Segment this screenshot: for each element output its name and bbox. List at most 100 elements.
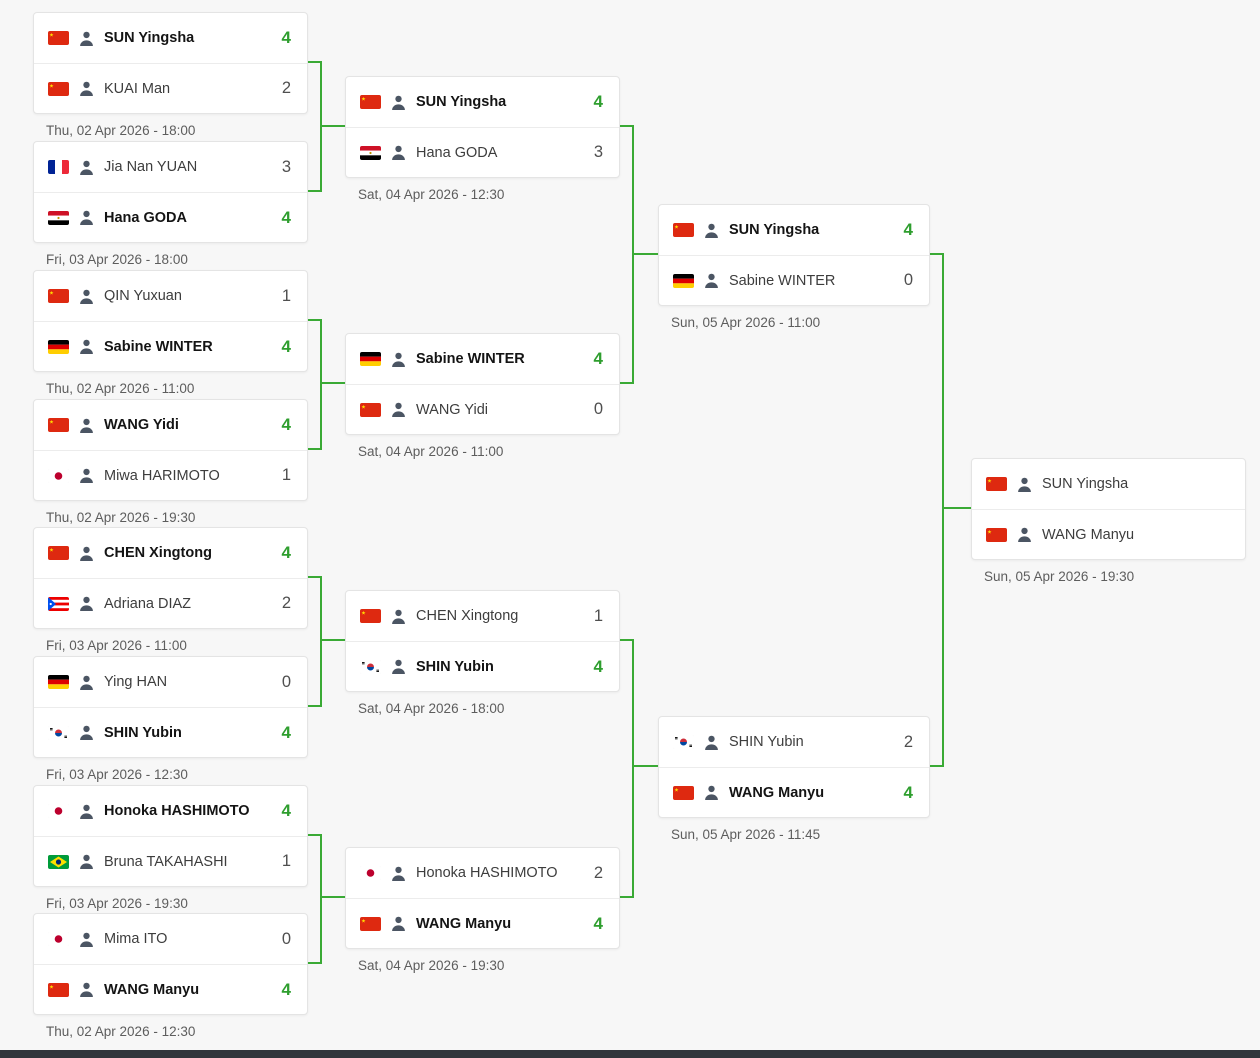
match-card-round-of-16-6[interactable]: Ying HAN 0 SHIN Yubin 4 Fri, 03 Apr 2026… <box>33 656 308 782</box>
player-score: 4 <box>281 722 291 742</box>
bracket-connector-line <box>308 190 320 192</box>
match-card-round-of-16-4[interactable]: WANG Yidi 4 Miwa HARIMOTO 1 Thu, 02 Apr … <box>33 399 308 525</box>
match-card-round-of-16-8[interactable]: Mima ITO 0 WANG Manyu 4 Thu, 02 Apr 2026… <box>33 913 308 1039</box>
bracket-connector-line <box>308 61 320 63</box>
flag-cn-icon <box>48 546 69 560</box>
match-card-final-1[interactable]: SUN Yingsha WANG Manyu Sun, 05 Apr 2026 … <box>971 458 1246 584</box>
player-name: Sabine WINTER <box>729 272 836 289</box>
player-row: WANG Yidi 0 <box>346 384 619 434</box>
flag-cn-icon <box>360 95 381 109</box>
player-icon <box>390 915 407 932</box>
player-score: 4 <box>281 207 291 227</box>
match-card-semifinals-1[interactable]: SUN Yingsha 4 Sabine WINTER 0 Sun, 05 Ap… <box>658 204 930 330</box>
player-row: KUAI Man 2 <box>34 63 307 113</box>
bracket-connector-line <box>320 319 322 450</box>
player-icon <box>78 981 95 998</box>
match-card-body: SUN Yingsha 4 Sabine WINTER 0 <box>658 204 930 306</box>
player-name: WANG Manyu <box>729 784 825 801</box>
flag-cn-icon <box>673 223 694 237</box>
bottom-scrollbar[interactable] <box>0 1050 1260 1058</box>
player-name: SHIN Yubin <box>416 658 494 675</box>
player-score: 4 <box>593 349 603 368</box>
player-name: Miwa HARIMOTO <box>104 467 220 484</box>
player-icon <box>78 724 95 741</box>
flag-br-icon <box>48 854 69 869</box>
player-icon <box>78 288 95 305</box>
player-name: Bruna TAKAHASHI <box>104 853 228 870</box>
bracket-connector-line <box>308 962 320 964</box>
player-name: Honoka HASHIMOTO <box>416 865 558 881</box>
match-card-quarterfinals-2[interactable]: Sabine WINTER 4 WANG Yidi 0 Sat, 04 Apr … <box>345 333 620 459</box>
player-name: Hana GODA <box>104 209 187 226</box>
match-card-body: Jia Nan YUAN 3 Hana GODA 4 <box>33 141 308 243</box>
player-icon <box>390 401 407 418</box>
flag-cn-icon <box>48 81 69 96</box>
player-score: 4 <box>593 92 603 111</box>
flag-cn-icon <box>48 289 69 303</box>
match-card-quarterfinals-4[interactable]: Honoka HASHIMOTO 2 WANG Manyu 4 Sat, 04 … <box>345 847 620 973</box>
player-score: 4 <box>903 782 913 802</box>
player-icon <box>78 30 95 47</box>
player-icon <box>703 222 720 239</box>
player-row: WANG Manyu <box>972 509 1245 559</box>
player-name: SUN Yingsha <box>1042 476 1129 492</box>
flag-de-icon <box>360 352 381 366</box>
player-row: SHIN Yubin 2 <box>659 717 929 767</box>
match-card-round-of-16-7[interactable]: Honoka HASHIMOTO 4 Bruna TAKAHASHI 1 Fri… <box>33 785 308 911</box>
bracket-connector-line <box>308 319 320 321</box>
player-score: 1 <box>281 852 291 870</box>
player-icon <box>390 144 407 161</box>
match-card-semifinals-2[interactable]: SHIN Yubin 2 WANG Manyu 4 Sun, 05 Apr 20… <box>658 716 930 842</box>
match-date: Thu, 02 Apr 2026 - 12:30 <box>46 1024 196 1039</box>
player-row: Ying HAN 0 <box>34 657 307 707</box>
bracket-connector-line <box>320 834 322 964</box>
match-card-body: CHEN Xingtong 1 SHIN Yubin 4 <box>345 590 620 692</box>
flag-cn-icon <box>986 527 1007 542</box>
match-card-round-of-16-2[interactable]: Jia Nan YUAN 3 Hana GODA 4 Fri, 03 Apr 2… <box>33 141 308 267</box>
player-score: 0 <box>593 400 603 418</box>
flag-kr-icon <box>360 659 381 674</box>
player-icon <box>78 338 95 355</box>
match-card-quarterfinals-1[interactable]: SUN Yingsha 4 Hana GODA 3 Sat, 04 Apr 20… <box>345 76 620 202</box>
player-icon <box>1016 526 1033 543</box>
bracket-connector-line <box>620 896 632 898</box>
bracket-connector-line <box>620 125 632 127</box>
player-name: SHIN Yubin <box>104 724 182 741</box>
player-icon <box>78 803 95 820</box>
bracket-connector-line <box>944 507 971 509</box>
player-score: 4 <box>281 543 291 562</box>
player-row: SUN Yingsha 4 <box>346 77 619 127</box>
flag-cn-icon <box>986 477 1007 491</box>
player-score: 0 <box>903 271 913 289</box>
match-date: Sun, 05 Apr 2026 - 11:00 <box>671 315 821 330</box>
player-name: Sabine WINTER <box>416 351 525 367</box>
player-row: WANG Yidi 4 <box>34 400 307 450</box>
player-score: 4 <box>281 415 291 434</box>
match-card-round-of-16-5[interactable]: CHEN Xingtong 4 Adriana DIAZ 2 Fri, 03 A… <box>33 527 308 653</box>
bracket-connector-line <box>308 448 320 450</box>
bracket-connector-line <box>308 705 320 707</box>
player-icon <box>390 865 407 882</box>
match-card-body: SUN Yingsha 4 KUAI Man 2 <box>33 12 308 114</box>
flag-cn-icon <box>360 916 381 931</box>
player-name: SUN Yingsha <box>729 222 820 238</box>
match-card-round-of-16-1[interactable]: SUN Yingsha 4 KUAI Man 2 Thu, 02 Apr 202… <box>33 12 308 138</box>
match-card-round-of-16-3[interactable]: QIN Yuxuan 1 Sabine WINTER 4 Thu, 02 Apr… <box>33 270 308 396</box>
match-card-body: Ying HAN 0 SHIN Yubin 4 <box>33 656 308 758</box>
bracket-connector-line <box>930 253 942 255</box>
match-card-body: SHIN Yubin 2 WANG Manyu 4 <box>658 716 930 818</box>
match-date: Sun, 05 Apr 2026 - 19:30 <box>984 569 1135 584</box>
player-icon <box>390 94 407 111</box>
match-card-quarterfinals-3[interactable]: CHEN Xingtong 1 SHIN Yubin 4 Sat, 04 Apr… <box>345 590 620 716</box>
match-date: Sun, 05 Apr 2026 - 11:45 <box>671 827 821 842</box>
flag-jp-icon <box>48 804 69 818</box>
flag-cn-icon <box>673 785 694 800</box>
match-card-body: Sabine WINTER 4 WANG Yidi 0 <box>345 333 620 435</box>
player-row: Sabine WINTER 0 <box>659 255 929 305</box>
bracket-connector-line <box>632 639 634 898</box>
player-score: 0 <box>281 672 291 691</box>
bracket-connector-line <box>322 382 345 384</box>
player-name: SUN Yingsha <box>104 30 195 46</box>
bracket-connector-line <box>634 765 658 767</box>
match-card-body: CHEN Xingtong 4 Adriana DIAZ 2 <box>33 527 308 629</box>
